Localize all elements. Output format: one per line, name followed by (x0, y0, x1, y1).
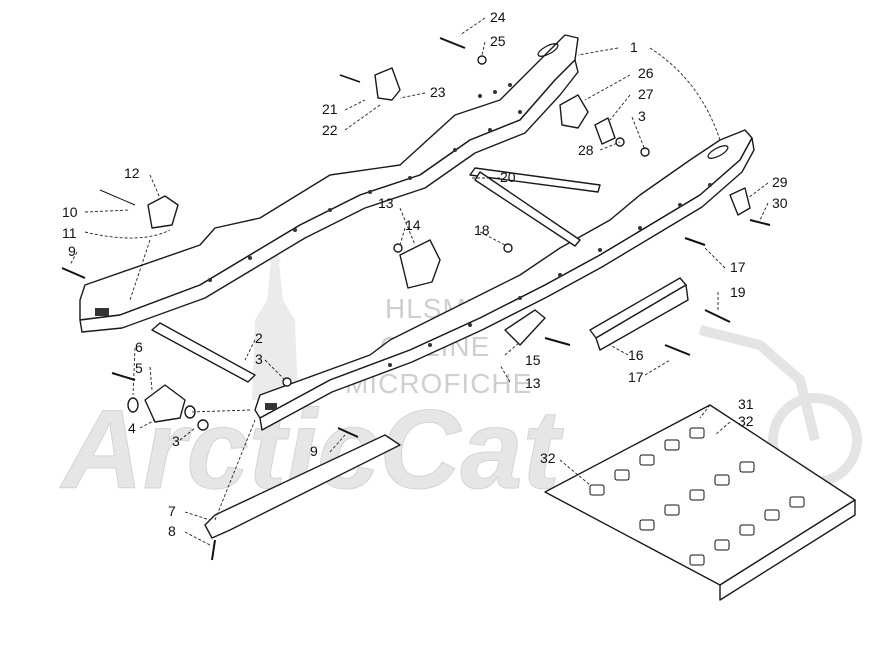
leader-lines (69, 17, 769, 546)
callout-9: 9 (68, 243, 76, 259)
slide-plate-2 (151, 322, 256, 383)
watermark-logo: ArcticCat (59, 387, 565, 512)
callout-9-b: 9 (310, 443, 318, 459)
spacer-27 (594, 117, 616, 145)
callout-13: 13 (378, 195, 394, 211)
callout-32-b: 32 (540, 450, 556, 466)
callout-20: 20 (500, 169, 516, 185)
callout-29: 29 (772, 174, 788, 190)
bracket-29 (729, 187, 751, 216)
callout-3: 3 (638, 108, 646, 124)
callout-15: 15 (525, 352, 541, 368)
callout-27: 27 (638, 86, 654, 102)
callouts: 1 24 25 26 27 3 28 21 22 23 12 10 11 9 2… (62, 9, 788, 539)
callout-17-b: 17 (628, 369, 644, 385)
callout-30: 30 (772, 195, 788, 211)
callout-12: 12 (124, 165, 140, 181)
callout-25: 25 (490, 33, 506, 49)
callout-4: 4 (128, 420, 136, 436)
callout-18: 18 (474, 222, 490, 238)
callout-32: 32 (738, 413, 754, 429)
callout-3-b: 3 (255, 351, 263, 367)
callout-10: 10 (62, 204, 78, 220)
lower-rail (254, 129, 755, 431)
callout-21: 21 (322, 101, 338, 117)
callout-7: 7 (168, 503, 176, 519)
bumper-5 (144, 384, 186, 423)
callout-8: 8 (168, 523, 176, 539)
callout-2: 2 (255, 330, 263, 346)
callout-23: 23 (430, 84, 446, 100)
stopper-12 (147, 195, 179, 229)
callout-19: 19 (730, 284, 746, 300)
callout-22: 22 (322, 122, 338, 138)
callout-11: 11 (62, 225, 77, 241)
mount-plate-13 (399, 239, 441, 289)
slide-plate-16-b (595, 284, 689, 351)
callout-3-c: 3 (172, 433, 180, 449)
callout-1: 1 (630, 39, 638, 55)
callout-13-b: 13 (525, 375, 541, 391)
track (544, 404, 856, 601)
upper-rail (79, 34, 579, 333)
callout-26: 26 (638, 65, 654, 81)
cross-shaft (469, 167, 601, 193)
callout-31: 31 (738, 396, 754, 412)
bracket-15 (504, 309, 546, 346)
cross-shaft-2 (474, 171, 581, 247)
watermark-tower-icon (252, 245, 298, 400)
callout-6: 6 (135, 339, 143, 355)
stopper-block-21 (374, 67, 401, 101)
callout-16: 16 (628, 347, 644, 363)
callout-17: 17 (730, 259, 746, 275)
callout-24: 24 (490, 9, 506, 25)
callout-28: 28 (578, 142, 594, 158)
callout-14: 14 (405, 217, 421, 233)
callout-5: 5 (135, 360, 143, 376)
stopper-block-26 (559, 94, 589, 129)
wear-strip (204, 434, 401, 539)
